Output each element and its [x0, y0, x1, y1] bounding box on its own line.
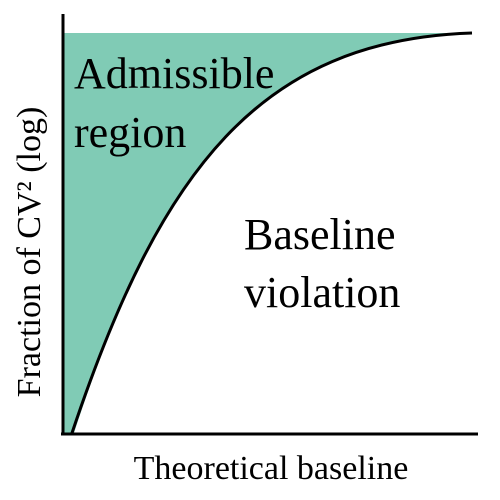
y-axis-label: Fraction of CV² (log)	[11, 107, 48, 398]
boundary-curve	[70, 31, 473, 434]
x-axis-label: Theoretical baseline	[134, 450, 409, 487]
admissible-region-label-line2: region	[74, 108, 186, 157]
baseline-violation-label-line1: Baseline	[244, 210, 396, 259]
baseline-violation-label-line2: violation	[244, 268, 400, 317]
admissible-region-label-line1: Admissible	[74, 49, 274, 98]
admissible-region-fill	[63, 33, 472, 433]
